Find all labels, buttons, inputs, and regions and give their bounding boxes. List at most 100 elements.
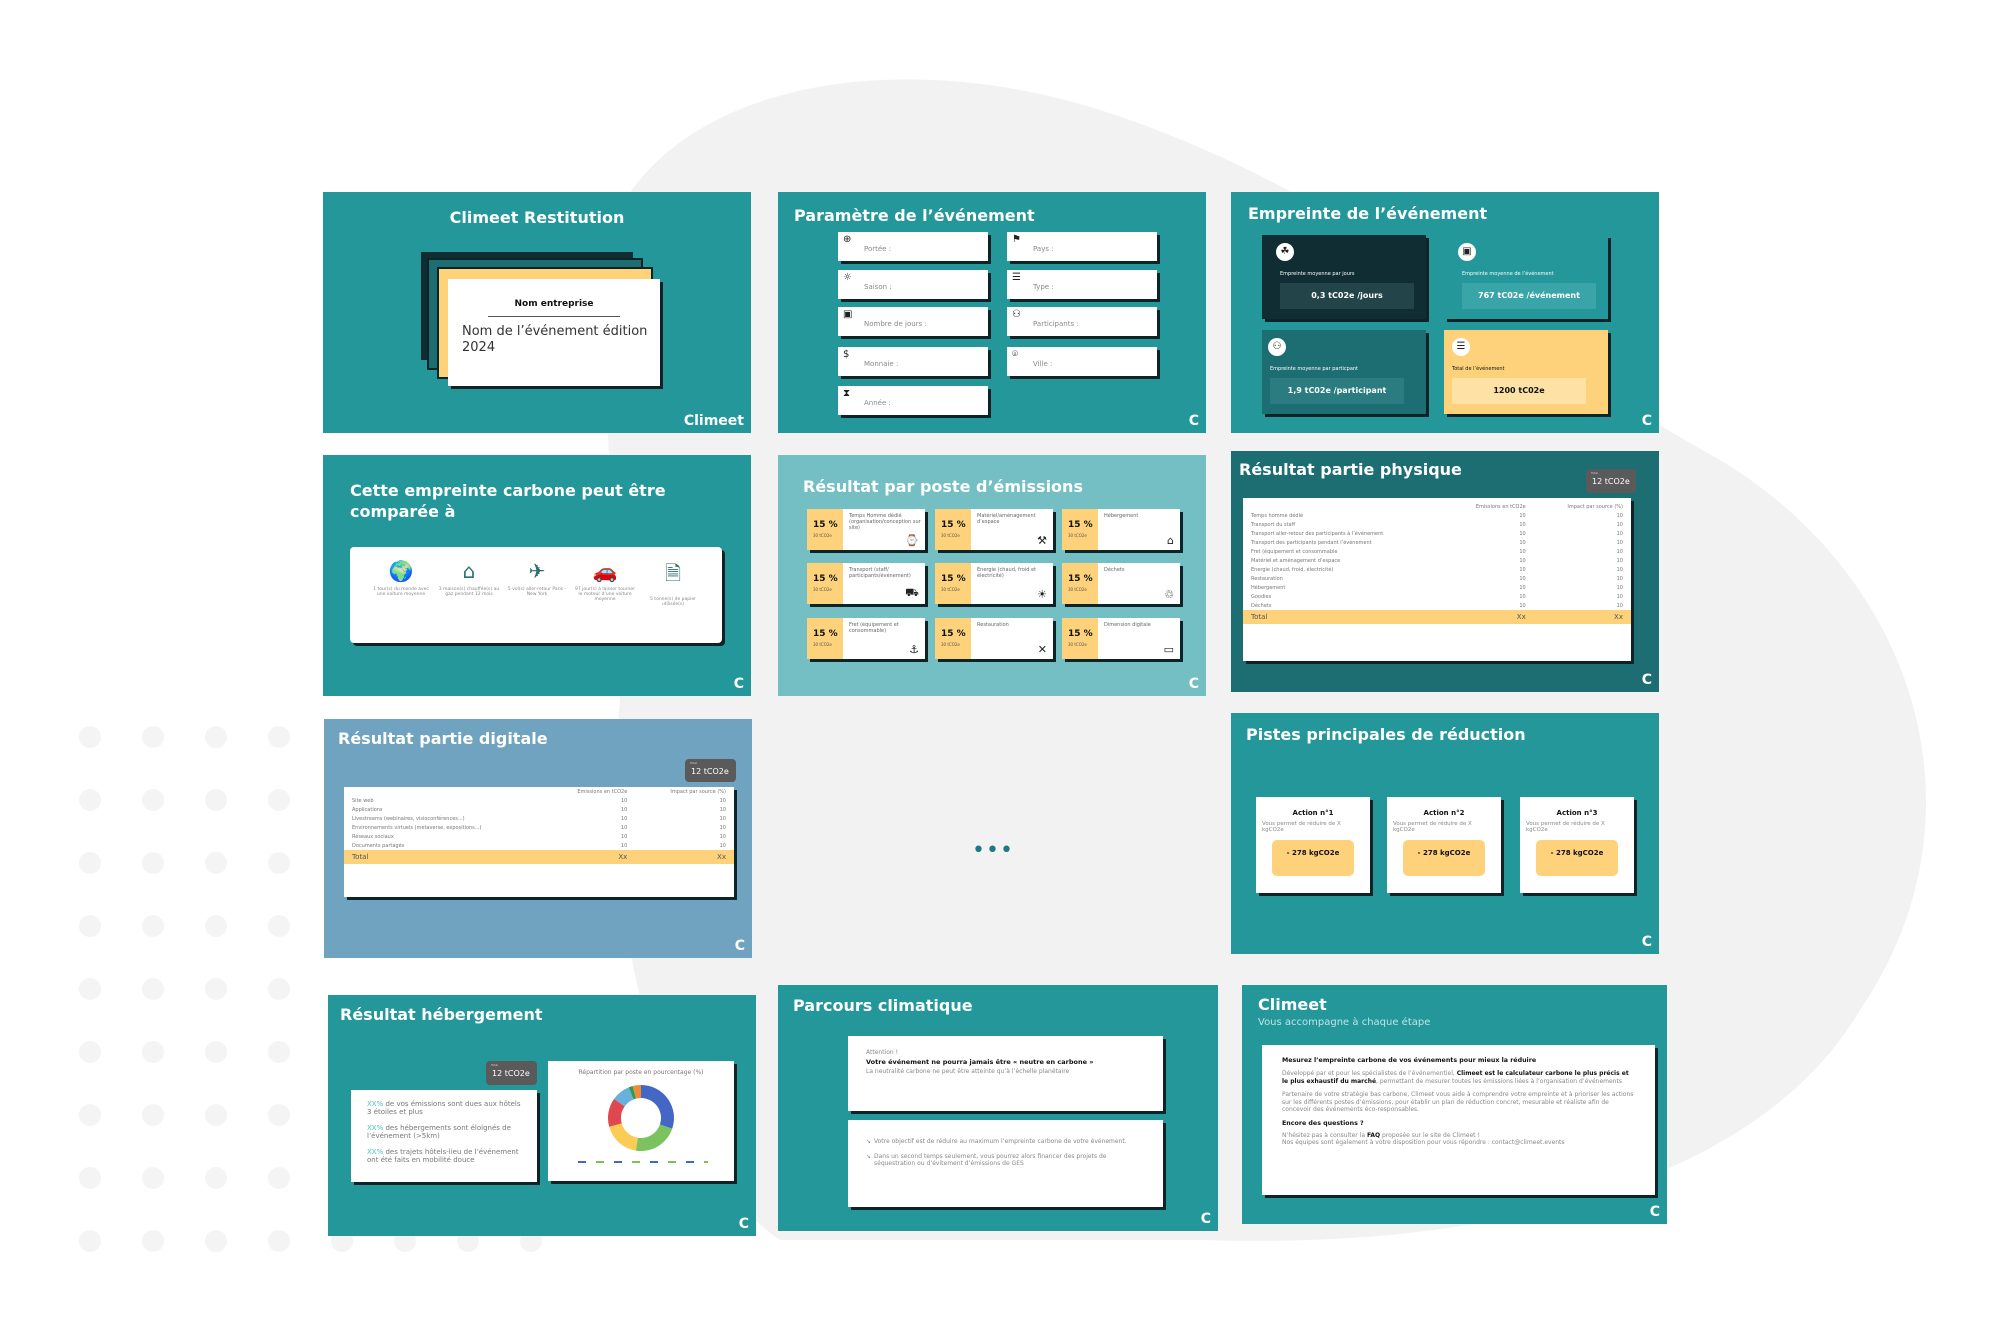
slide-title[interactable]: Climeet Restitution Nom entreprise Nom d… [323,192,751,433]
stats-box: XX% de vos émissions sont dues aux hôtel… [351,1090,537,1182]
field-nombre-jours[interactable]: ▣Nombre de jours : [838,307,988,336]
decor-dot [79,978,101,1000]
table-cell: 10 [1519,539,1526,546]
slide-climate-path[interactable]: Parcours climatique Attention ! Votre év… [778,985,1218,1231]
field-monnaie[interactable]: $Monnaie : [838,347,988,376]
percent-block: 15 % 30 tCO2e [1062,618,1098,659]
slide-reduction[interactable]: Pistes principales de réduction Action n… [1231,713,1659,954]
table-cell: 10 [620,824,628,831]
car-icon: 🚗 [592,559,618,583]
decor-dot [79,1104,101,1126]
post-name: Restauration [977,622,1009,628]
percent-block: 15 %30 tCO2e [807,509,843,550]
slide-footprint[interactable]: Empreinte de l’événement ☘Empreinte moye… [1231,192,1659,433]
decor-dot [205,789,227,811]
table-cell: 10 [719,824,726,831]
field-annee[interactable]: ⧗Année : [838,386,988,415]
donut-slice [614,1087,634,1107]
decor-dot [142,852,164,874]
globe-icon: 🌍 [388,559,414,583]
climeet-c-logo: C [1649,1204,1660,1220]
post-value: 30 tCO2e [1068,587,1087,592]
table-cell: Restauration [1251,575,1283,582]
stat-item: XX% de vos émissions sont dues aux hôtel… [367,1100,527,1116]
decor-dot [142,789,164,811]
decor-dot [79,852,101,874]
comparison-item: ✈5 vol(s) aller-retour Paris - New York [506,559,568,597]
post-value: 30 tCO2e [813,642,832,647]
table-cell: Transport aller-retour des participants … [1251,530,1384,537]
field-label: Type : [1033,283,1054,291]
field-type[interactable]: ☰Type : [1007,270,1157,299]
badge-label: Total [690,761,698,765]
table-cell: 10 [1519,548,1526,555]
table-cell: 10 [1616,539,1623,546]
donut-chart-box: Répartition par poste en pourcentage (%) [548,1061,734,1181]
slide-title-text: Pistes principales de réduction [1246,725,1526,744]
decor-dot [79,789,101,811]
card-value: 1200 tC02e [1452,378,1586,404]
table-cell: Environnements virtuels (metaverse, expo… [352,824,482,831]
table-cell: Energie (chaud, froid, électricité) [1251,566,1334,573]
field-portee[interactable]: ⊕Portée : [838,232,988,261]
climeet-c-logo: C [1641,672,1652,688]
comparison-text: 1 tour(s) du monde avec une voiture moye… [373,587,429,597]
climeet-c-logo: C [1200,1211,1211,1227]
slide-comparison[interactable]: Cette empreinte carbone peut être compar… [323,455,751,696]
slide-emission-posts[interactable]: Résultat par poste d’émissions 15 %30 tC… [778,455,1206,696]
dollar-icon: $ [843,349,850,360]
faq-link[interactable]: FAQ [1366,1131,1381,1139]
slide-parameters[interactable]: Paramètre de l’événement ⊕Portée : ☼Sais… [778,192,1206,433]
percent-block: 15 %30 tCO2e [935,618,971,659]
field-participants[interactable]: ⚇Participants : [1007,307,1157,336]
column-header: Impact par source (%) [670,788,726,795]
table-cell: 10 [719,815,726,822]
more-slides-indicator: ••• [972,838,1014,863]
donut-slice [635,1124,673,1151]
post-percent: 15 % [1068,629,1093,639]
slide-title-text: Résultat partie digitale [338,729,548,748]
table-cell: 10 [1616,512,1623,519]
table-cell: Fret (équipement et consommable [1251,548,1338,555]
table-cell: 10 [1519,584,1526,591]
slide-about-climeet[interactable]: Climeet Vous accompagne à chaque étape M… [1242,985,1667,1224]
table-cell: 10 [1616,548,1623,555]
post-value: 30 tCO2e [1068,642,1087,647]
table-cell: 10 [1519,557,1526,564]
table-cell: 10 [1616,521,1623,528]
table-cell: 10 [1519,512,1526,519]
decor-dot [268,1104,290,1126]
decor-dot [205,1230,227,1252]
action-title: Action n°3 [1556,809,1598,817]
comparison-item: 🗎5 tonne(s) de papier utilisée(s) [642,559,704,607]
field-saison[interactable]: ☼Saison : [838,270,988,299]
field-pays[interactable]: ⚑Pays : [1007,232,1157,261]
card-label: Empreinte moyenne par jours [1280,271,1355,277]
comparison-text: 97 jour(s) à laisser tourner le moteur d… [575,587,635,602]
comparison-text: 5 vol(s) aller-retour Paris - New York [507,587,567,597]
donut-slice [608,1098,625,1127]
field-ville[interactable]: ⌾Ville : [1007,347,1157,376]
faq-paragraph: N’hésitez pas à consulter la FAQ proposé… [1282,1132,1635,1140]
warning-box: Attention ! Votre événement ne pourra ja… [848,1036,1163,1111]
table-cell: 10 [1519,602,1526,609]
decor-dot [79,726,101,748]
globe-icon: ⊕ [843,234,852,245]
table-cell: 10 [1616,584,1623,591]
house-icon: ⌂ [462,559,476,583]
decor-dot [205,915,227,937]
table-cell: 10 [1519,566,1526,573]
